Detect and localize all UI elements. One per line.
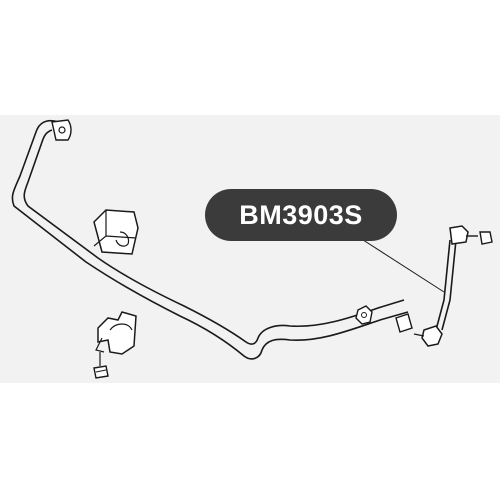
diagram-background-panel [0,115,500,383]
drop-link [413,225,493,347]
label-leader-line [359,237,445,293]
anti-roll-bar [11,119,409,360]
link-nut [355,305,373,325]
bar-end-hole [58,126,66,134]
bar-link-end [395,313,413,333]
anti-roll-bar-inner [23,129,405,345]
part-number-text: BM3903S [239,199,363,230]
bush-clamp [93,311,137,379]
bar-end-eye [51,119,72,141]
part-number-label: BM3903S [205,189,397,241]
bar-bush [93,209,139,255]
